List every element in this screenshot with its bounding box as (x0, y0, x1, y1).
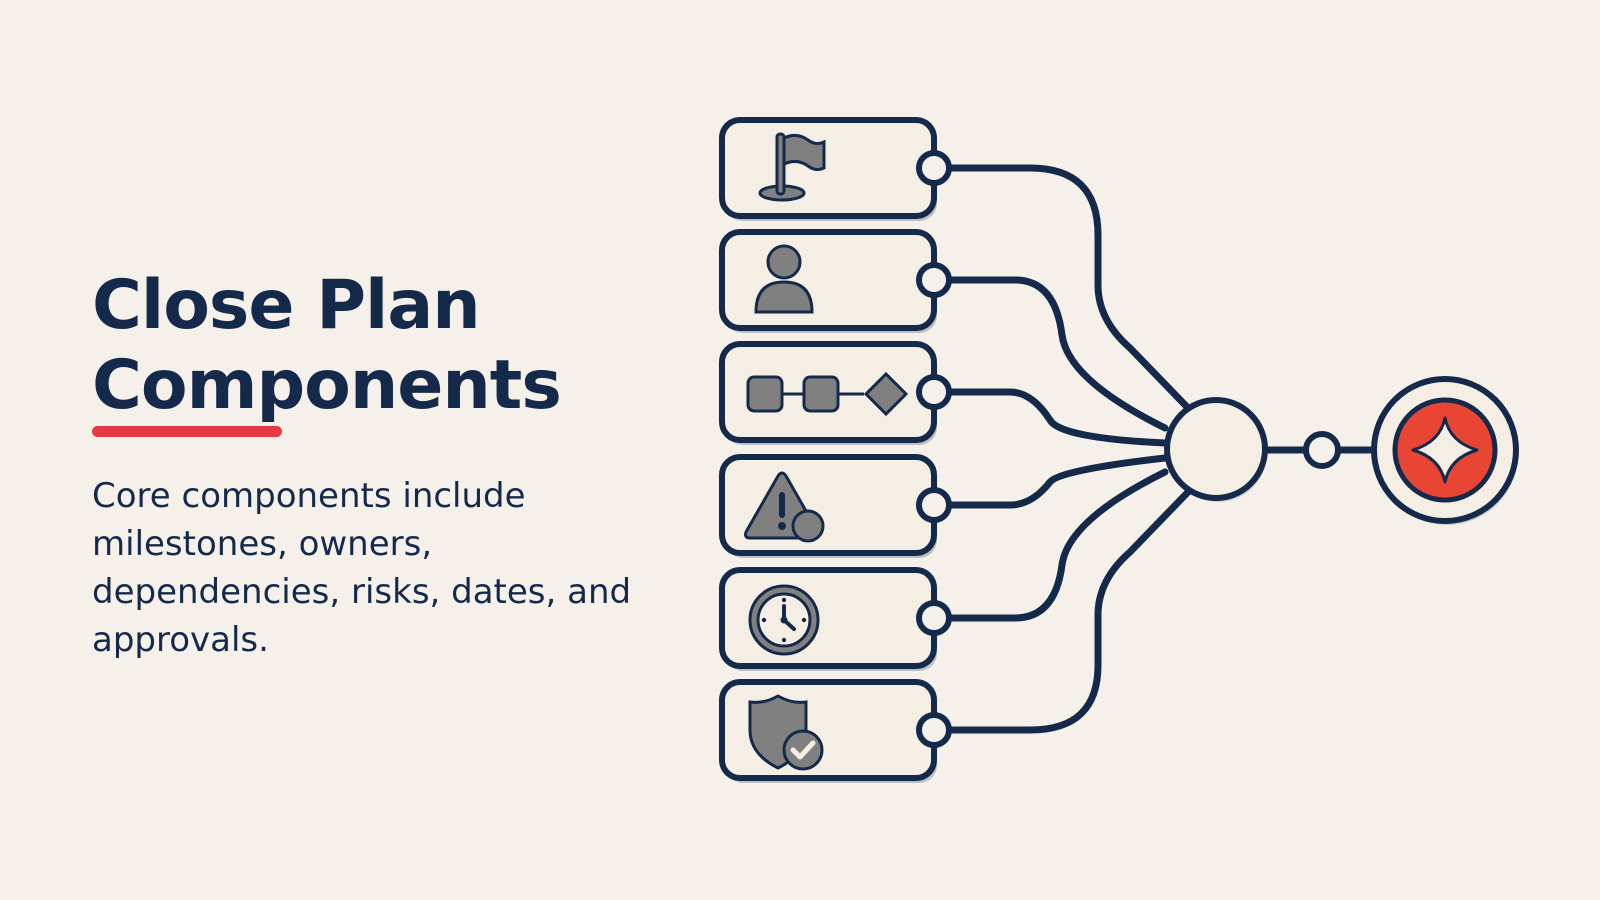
title-line-2: Components (92, 346, 562, 425)
target-node (1371, 376, 1519, 525)
connector-6 (931, 486, 1194, 734)
flag-icon (758, 132, 826, 202)
component-card-4 (719, 454, 952, 558)
shield-check-icon (748, 694, 824, 771)
component-card-1 (719, 117, 952, 221)
title-line-1: Close Plan (92, 266, 481, 345)
connector-1 (931, 164, 1194, 414)
hub-node (1164, 397, 1268, 502)
connector-3 (931, 388, 1169, 447)
component-card-2 (719, 229, 952, 333)
warning-risk-icon (744, 471, 825, 543)
connector-2 (931, 276, 1169, 432)
person-icon (754, 244, 814, 314)
sparkle-icon (1411, 416, 1479, 484)
dependency-chain-icon (746, 371, 909, 417)
title-underline-accent (92, 426, 282, 437)
connector-junction (1303, 431, 1341, 469)
connector-5 (931, 468, 1169, 622)
clock-icon (748, 584, 820, 656)
description-text: Core components include milestones, owne… (92, 476, 632, 660)
page-title: Close Plan Components (92, 266, 562, 426)
connector-4 (931, 454, 1169, 509)
